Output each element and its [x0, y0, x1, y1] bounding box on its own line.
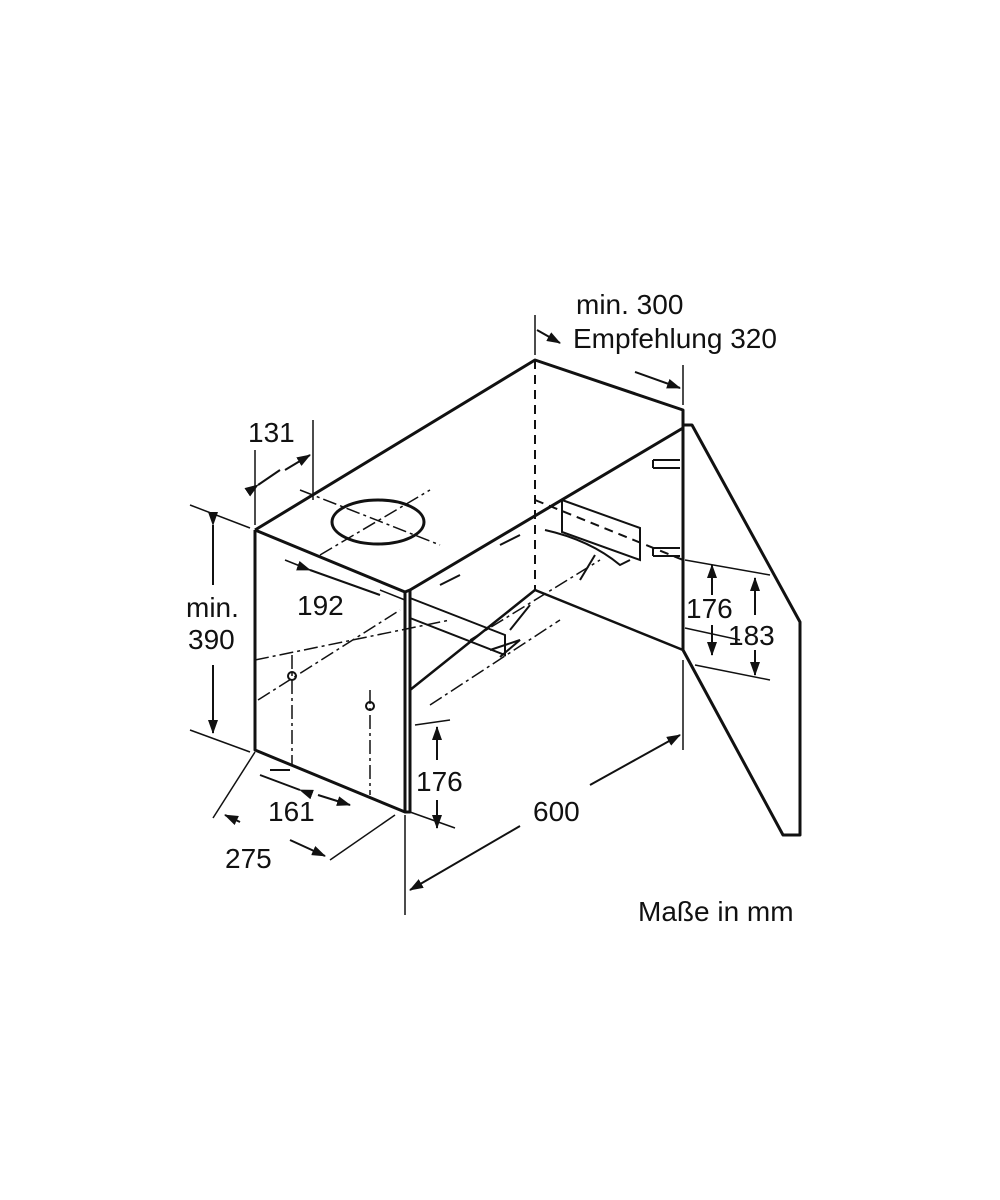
label-min: min.	[186, 592, 239, 623]
center-lines	[254, 489, 601, 795]
dimension-arrows	[208, 329, 760, 891]
extension-lines	[189, 315, 771, 915]
mounting-brackets	[287, 459, 680, 711]
label-min-300: min. 300	[576, 289, 684, 320]
hidden-lines	[534, 360, 684, 590]
label-192: 192	[297, 590, 344, 621]
label-275: 275	[225, 843, 272, 874]
label-390: 390	[188, 624, 235, 655]
label-empfehlung-320: Empfehlung 320	[573, 323, 777, 354]
label-176-right: 176	[686, 593, 733, 624]
label-131: 131	[248, 417, 295, 448]
label-600: 600	[533, 796, 580, 827]
label-161: 161	[268, 796, 315, 827]
units-note: Maße in mm	[638, 896, 794, 927]
duct-opening	[330, 498, 426, 546]
label-176-bottom: 176	[416, 766, 463, 797]
label-183: 183	[728, 620, 775, 651]
